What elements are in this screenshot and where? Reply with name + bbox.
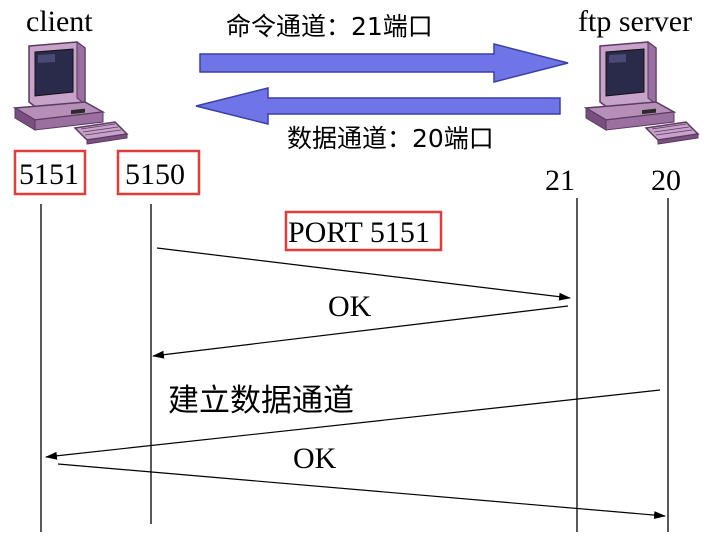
server-port-20: 20 bbox=[651, 164, 681, 197]
client-port-5150-box bbox=[116, 149, 201, 196]
server-computer-icon bbox=[585, 41, 699, 145]
client-computer-icon bbox=[14, 41, 128, 145]
message-ok2-label: OK bbox=[293, 442, 337, 475]
message-port-label: PORT 5151 bbox=[288, 216, 430, 249]
message-establish-label: 建立数据通道 bbox=[168, 383, 354, 419]
data-channel-label: 数据通道：20端口 bbox=[287, 124, 494, 153]
server-port-21: 21 bbox=[545, 164, 575, 197]
client-label: client bbox=[26, 5, 93, 38]
message-port-arrow bbox=[156, 247, 571, 301]
port-command-box bbox=[284, 210, 443, 252]
client-port-5151-box bbox=[13, 149, 87, 196]
client-port-5151: 5151 bbox=[19, 158, 79, 191]
data-channel-arrow bbox=[195, 87, 561, 125]
message-ok1-label: OK bbox=[328, 290, 372, 323]
command-channel-label: 命令通道：21端口 bbox=[226, 12, 433, 41]
message-establish-arrow bbox=[45, 389, 661, 460]
message-ok2-arrow bbox=[57, 463, 666, 520]
message-ok1-arrow bbox=[152, 305, 569, 359]
client-port-5150: 5150 bbox=[125, 158, 185, 191]
server-label: ftp server bbox=[578, 5, 692, 38]
command-channel-arrow bbox=[199, 43, 569, 83]
